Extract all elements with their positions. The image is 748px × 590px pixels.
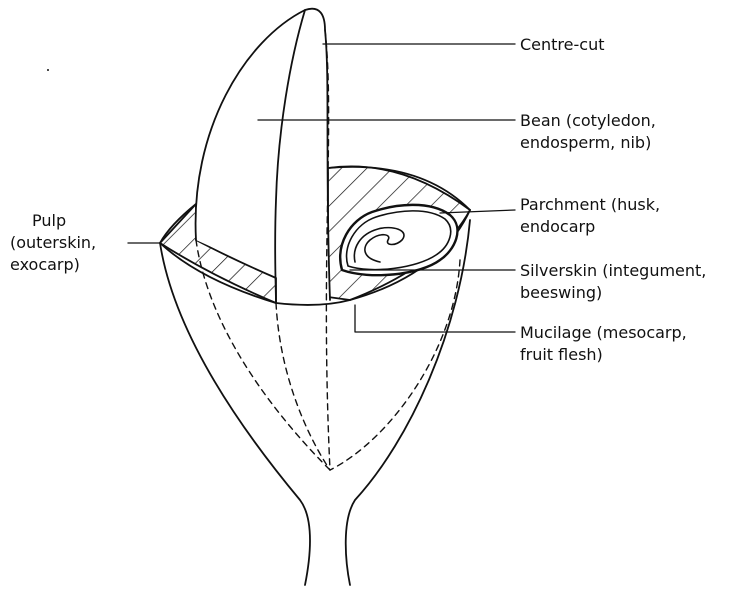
stray-dot (47, 69, 49, 71)
label-bean: Bean (cotyledon, endosperm, nib) (520, 111, 661, 152)
label-centre-cut: Centre-cut (520, 35, 604, 54)
label-silverskin: Silverskin (integument, beeswing) (520, 261, 711, 302)
label-mucilage: Mucilage (mesocarp, fruit flesh) (520, 323, 692, 364)
label-parchment: Parchment (husk, endocarp (520, 195, 665, 236)
label-pulp: Pulp (outerskin, exocarp) (10, 211, 101, 274)
fruit-outline (160, 243, 310, 585)
